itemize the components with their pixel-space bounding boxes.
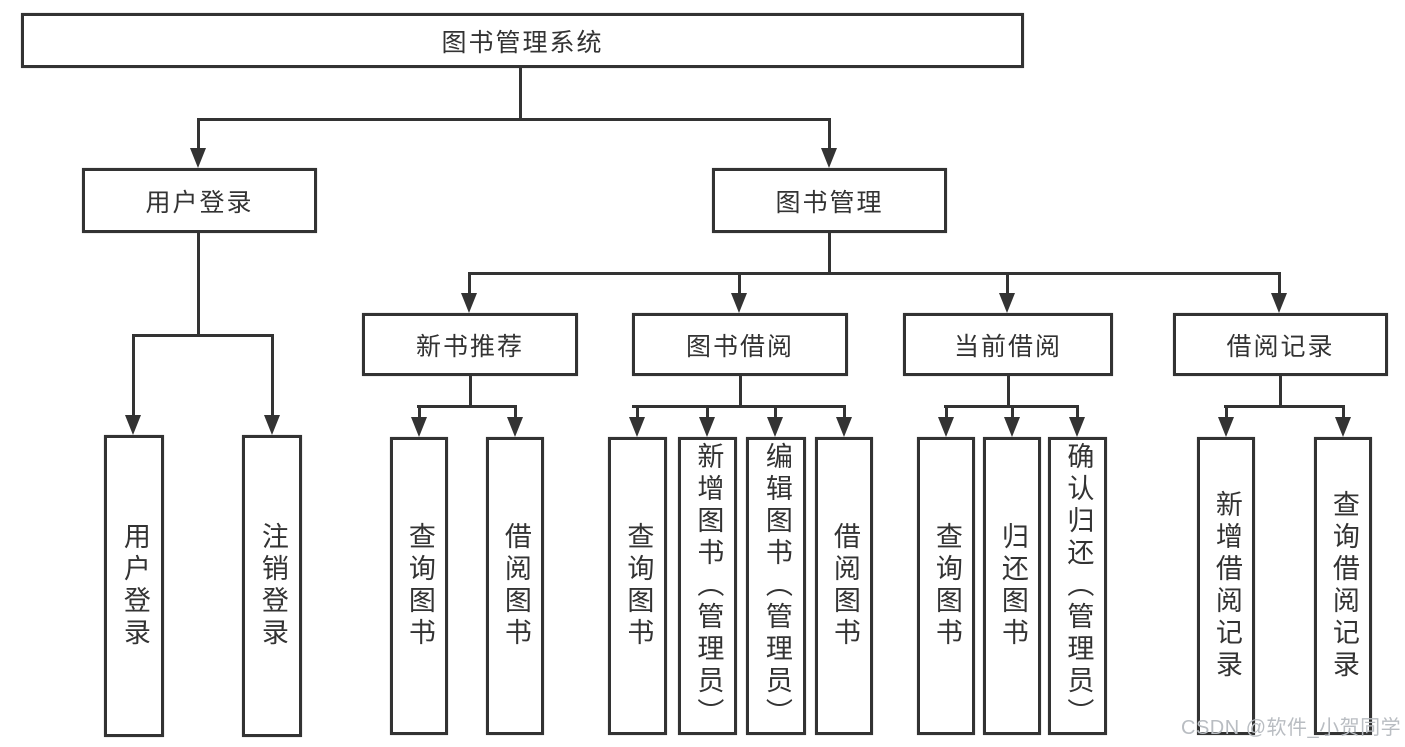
arrowhead-add-book-icon	[699, 417, 715, 437]
leaf-borrow-books-borrowing: 借阅图书	[815, 437, 873, 735]
arrowhead-search-3-icon	[938, 417, 954, 437]
connector-book-borrowing-rail	[632, 405, 846, 408]
connector-drop-search-2	[636, 405, 639, 419]
leaf-user-login: 用户登录	[104, 435, 164, 737]
connector-book-management-rail	[468, 272, 1281, 275]
connector-drop-search-3	[945, 405, 948, 419]
connector-drop-return-books	[1011, 405, 1014, 419]
arrowhead-new-book-icon	[461, 293, 477, 313]
arrowhead-book-management-icon	[821, 148, 837, 168]
connector-drop-add-record	[1225, 405, 1228, 419]
arrowhead-current-borrowing-icon	[999, 293, 1015, 313]
connector-drop-add-book	[706, 405, 709, 419]
connector-book-management-stem	[828, 233, 831, 274]
connector-drop-borrow-2	[843, 405, 846, 419]
arrowhead-leaf-user-login-icon	[125, 415, 141, 435]
connector-drop-leaf-logout	[271, 334, 274, 418]
arrowhead-user-login-icon	[190, 148, 206, 168]
arrowhead-borrowing-records-icon	[1271, 293, 1287, 313]
connector-drop-new-book	[468, 272, 471, 296]
arrowhead-search-record-icon	[1335, 417, 1351, 437]
connector-root-rail	[197, 118, 831, 121]
arrowhead-search-1-icon	[411, 417, 427, 437]
arrowhead-borrow-1-icon	[507, 417, 523, 437]
connector-new-book-rail	[417, 405, 517, 408]
connector-user-login-rail	[132, 334, 274, 337]
arrowhead-edit-book-icon	[767, 417, 783, 437]
arrowhead-book-borrowing-icon	[731, 293, 747, 313]
connector-borrowing-records-stem	[1279, 376, 1282, 408]
connector-root-stem	[519, 68, 522, 120]
arrowhead-search-2-icon	[629, 417, 645, 437]
connector-drop-search-1	[418, 405, 421, 419]
arrowhead-leaf-logout-icon	[264, 415, 280, 435]
leaf-search-books-recommend: 查询图书	[390, 437, 448, 735]
leaf-add-borrow-record: 新增借阅记录	[1197, 437, 1255, 735]
connector-drop-current-borrowing	[1006, 272, 1009, 296]
connector-drop-book-borrowing	[738, 272, 741, 296]
leaf-borrow-books-recommend: 借阅图书	[486, 437, 544, 735]
connector-drop-search-record	[1342, 405, 1345, 419]
arrowhead-confirm-return-icon	[1069, 417, 1085, 437]
connector-book-borrowing-stem	[739, 376, 742, 407]
connector-drop-borrowing-records	[1278, 272, 1281, 296]
arrowhead-add-record-icon	[1218, 417, 1234, 437]
connector-drop-confirm-return	[1076, 405, 1079, 419]
arrowhead-borrow-2-icon	[836, 417, 852, 437]
node-system-root: 图书管理系统	[21, 13, 1024, 68]
leaf-confirm-return-admin: 确认归还（管理员）	[1048, 437, 1107, 735]
connector-borrowing-records-rail	[1224, 405, 1345, 408]
connector-drop-borrow-1	[514, 405, 517, 419]
leaf-search-books-borrowing: 查询图书	[608, 437, 667, 735]
csdn-watermark: CSDN @软件_小贺同学	[1181, 717, 1402, 739]
node-current-borrowing: 当前借阅	[903, 313, 1113, 376]
node-borrowing-records: 借阅记录	[1173, 313, 1388, 376]
arrowhead-return-books-icon	[1004, 417, 1020, 437]
node-new-book-recommendation: 新书推荐	[362, 313, 578, 376]
node-book-borrowing: 图书借阅	[632, 313, 848, 376]
connector-drop-book-management	[828, 118, 831, 152]
node-book-management: 图书管理	[712, 168, 947, 233]
leaf-add-book-admin: 新增图书（管理员）	[678, 437, 737, 735]
connector-drop-leaf-user-login	[132, 334, 135, 418]
leaf-search-books-current: 查询图书	[917, 437, 975, 735]
node-user-login: 用户登录	[82, 168, 317, 233]
connector-new-book-stem	[469, 376, 472, 407]
connector-current-borrowing-stem	[1007, 376, 1010, 407]
connector-drop-edit-book	[774, 405, 777, 419]
connector-drop-user-login	[197, 118, 200, 152]
connector-user-login-stem	[197, 233, 200, 336]
leaf-search-borrow-record: 查询借阅记录	[1314, 437, 1372, 735]
leaf-edit-book-admin: 编辑图书（管理员）	[746, 437, 806, 735]
leaf-return-books: 归还图书	[983, 437, 1041, 735]
leaf-logout: 注销登录	[242, 435, 302, 737]
